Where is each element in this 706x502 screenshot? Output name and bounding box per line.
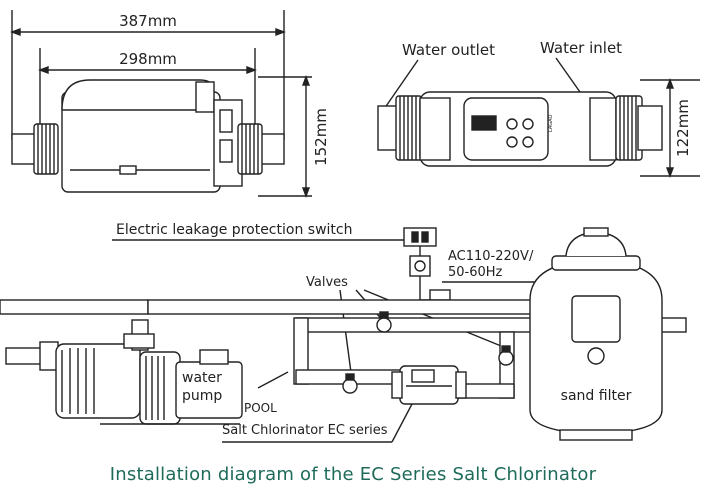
sand-filter-label: sand filter: [561, 388, 632, 404]
pump-label-2: pump: [182, 388, 222, 404]
controller-brand: LAGAO: [548, 115, 554, 132]
valve-inlet: [342, 378, 358, 394]
dimension-overall-width: 387mm: [10, 10, 286, 140]
body-width-label: 298mm: [119, 50, 177, 68]
installation-drawing: Electric leakage protection switch AC110…: [0, 222, 687, 443]
water-pump: water pump: [55, 319, 243, 425]
dimension-body-width: 298mm: [38, 48, 257, 140]
valve-bypass: [376, 317, 392, 333]
side-view-drawing: 387mm 298mm 152mm: [10, 10, 330, 198]
height-label: 152mm: [312, 108, 330, 166]
sand-filter: sand filter: [529, 227, 663, 441]
water-inlet-label: Water inlet: [540, 39, 622, 57]
voltage-line-2: 50-60Hz: [448, 265, 503, 280]
top-height-label: 122mm: [674, 99, 692, 157]
water-outlet-label: Water outlet: [402, 41, 495, 59]
valve-outlet: [498, 350, 514, 366]
display-screen: [471, 115, 497, 131]
valves-label: Valves: [306, 275, 348, 290]
socket-box: [409, 255, 431, 277]
chlorinator-label: Salt Chlorinator EC series: [222, 423, 388, 438]
power-plug: [429, 289, 451, 301]
pump-label-1: water: [182, 370, 222, 386]
dimension-height: 152mm: [258, 75, 330, 198]
overall-width-label: 387mm: [119, 12, 177, 30]
leakage-switch: [403, 227, 437, 247]
top-view-drawing: Water outlet Water inlet 122mm LAGAO: [377, 39, 700, 178]
switch-label: Electric leakage protection switch: [116, 222, 352, 238]
pool-label: POOL: [244, 401, 277, 415]
salt-chlorinator: [391, 365, 467, 405]
dimension-top-height: 122mm: [640, 78, 700, 178]
diagram-caption: Installation diagram of the EC Series Sa…: [109, 464, 597, 485]
voltage-line-1: AC110-220V/: [448, 249, 534, 264]
